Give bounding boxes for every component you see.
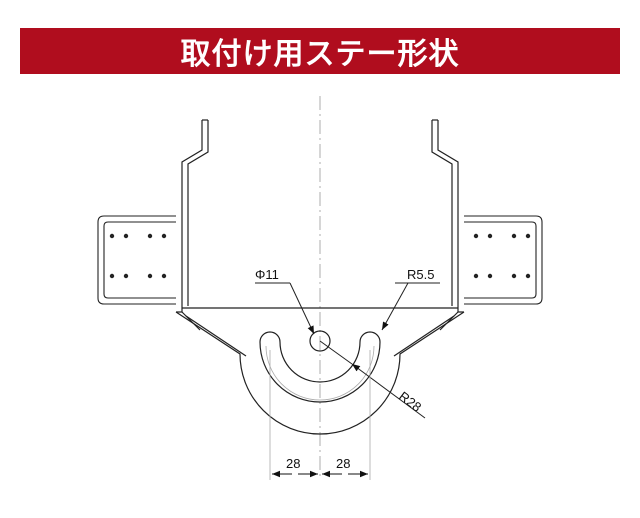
right-wing-holes: [473, 233, 531, 279]
center-hole: [309, 330, 331, 352]
left-wing-holes: [109, 233, 167, 279]
title-banner: 取付け用ステー形状: [20, 28, 620, 74]
banner-title: 取付け用ステー形状: [180, 37, 460, 72]
extension-lines: [269, 350, 371, 480]
left-span-label: 28: [286, 456, 300, 471]
right-wing-plate: [464, 215, 543, 305]
u-slot: [259, 331, 381, 403]
hole-diameter-label: Φ11: [255, 267, 279, 282]
slot-radius-label: R5.5: [407, 267, 434, 282]
bracket-body: [175, 119, 465, 435]
leader-lines: [255, 282, 440, 419]
arc-radius-label: R28: [396, 388, 424, 414]
u-slot-inner-line: [265, 345, 375, 401]
right-span-label: 28: [336, 456, 350, 471]
left-wing-plate: [97, 215, 176, 305]
